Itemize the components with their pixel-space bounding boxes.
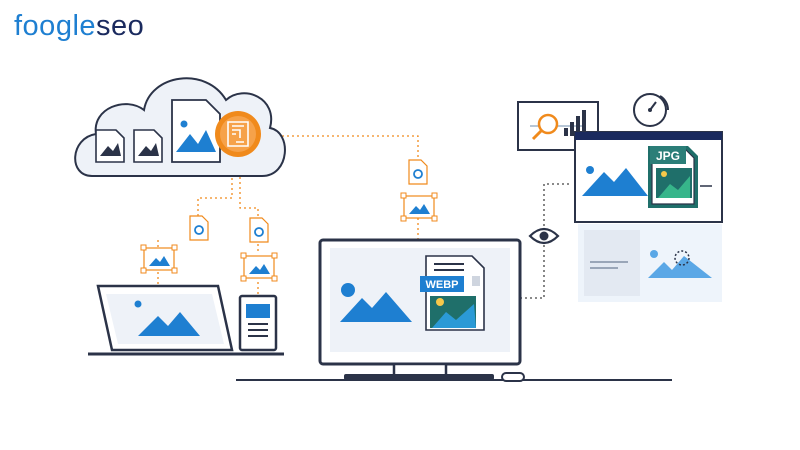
logo-text-right: seo bbox=[96, 10, 145, 42]
webp-badge: WEBP bbox=[426, 279, 459, 291]
laptop-icon bbox=[88, 284, 236, 356]
phone-icon bbox=[236, 294, 284, 356]
image-icon bbox=[140, 244, 178, 274]
jpg-badge: JPG bbox=[656, 149, 680, 163]
cloud-large-image-file bbox=[171, 99, 221, 163]
image-icon bbox=[240, 252, 278, 282]
brand-logo: foogleseo bbox=[14, 10, 144, 43]
logo-text-left: foogle bbox=[14, 10, 97, 42]
loading-panel bbox=[578, 224, 722, 302]
jpg-document: JPG bbox=[648, 146, 698, 208]
gear-file-icon bbox=[189, 215, 209, 241]
cloud-file-2 bbox=[133, 129, 163, 163]
speedometer-icon bbox=[633, 93, 670, 127]
brain-chip-icon bbox=[215, 111, 261, 157]
eye-connector bbox=[520, 183, 572, 299]
gear-file-icon bbox=[408, 159, 428, 185]
gear-file-icon bbox=[249, 217, 269, 243]
cloud-file-1 bbox=[95, 129, 125, 163]
webp-document: WEBP bbox=[420, 255, 485, 331]
image-icon bbox=[400, 192, 438, 222]
eye-icon bbox=[528, 227, 560, 245]
